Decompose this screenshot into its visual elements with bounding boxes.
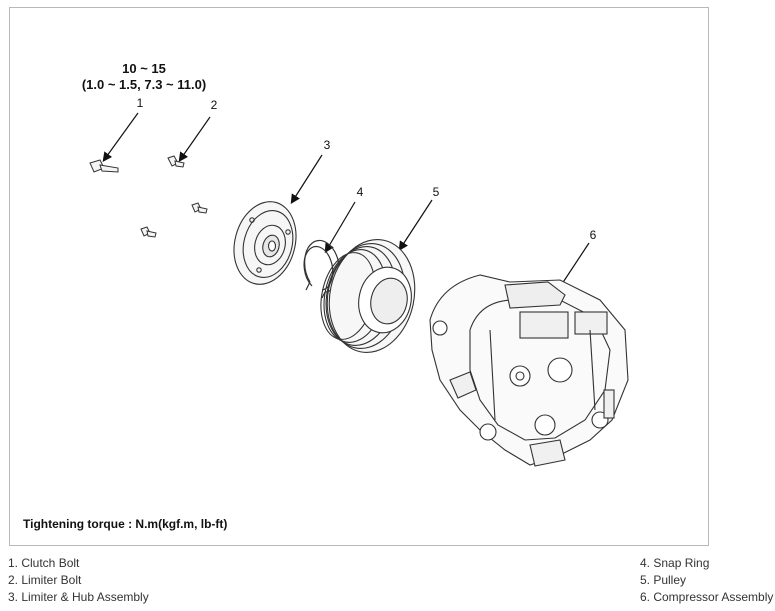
torque-value-alt-units: (1.0 ~ 1.5, 7.3 ~ 11.0)	[81, 77, 207, 92]
callout-1: 1	[136, 96, 144, 110]
compressor-assembly	[429, 274, 629, 467]
legend-item: 3. Limiter & Hub Assembly	[8, 590, 149, 604]
legend-item: 2. Limiter Bolt	[8, 573, 82, 587]
callout-3: 3	[323, 138, 331, 152]
legend-item: 4. Snap Ring	[640, 556, 710, 570]
limiter-hub-assembly	[233, 201, 297, 285]
legend-item: 5. Pulley	[640, 573, 687, 587]
parts-legend-left: 1. Clutch Bolt 2. Limiter Bolt 3. Limite…	[8, 555, 149, 606]
parts-legend-right: 4. Snap Ring 5. Pulley 6. Compressor Ass…	[640, 555, 773, 606]
tightening-torque-note: Tightening torque : N.m(kgf.m, lb-ft)	[23, 517, 228, 531]
pulley	[320, 239, 416, 353]
clutch-bolt	[89, 159, 119, 173]
limiter-bolts	[140, 155, 208, 238]
callout-5: 5	[432, 185, 440, 199]
legend-item: 6. Compressor Assembly	[640, 590, 774, 604]
callout-4: 4	[356, 185, 364, 199]
callout-2: 2	[210, 98, 218, 112]
legend-item: 1. Clutch Bolt	[8, 556, 80, 570]
callout-6: 6	[589, 228, 597, 242]
torque-value: 10 ~ 15	[122, 61, 166, 76]
